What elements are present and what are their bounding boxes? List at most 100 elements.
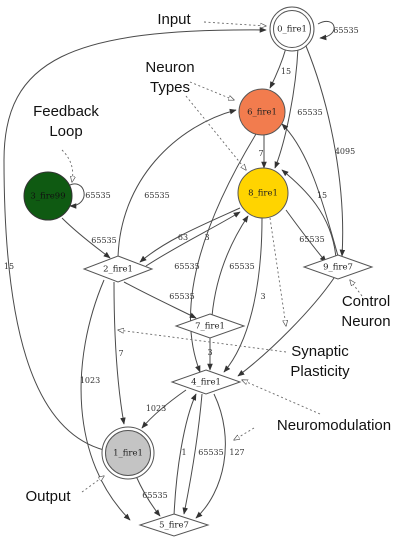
- node-6-label: 6_fire1: [247, 108, 277, 118]
- node-4[interactable]: 4_fire1: [170, 369, 242, 395]
- pointer-neuron-types-b: [185, 95, 246, 170]
- annotation-input: Input: [157, 11, 191, 28]
- edge-label: 15: [4, 262, 14, 271]
- edge-n2-n7: [123, 281, 197, 319]
- edge-n9-n6: [281, 123, 339, 257]
- edge-n2-n1: [113, 281, 126, 425]
- node-6[interactable]: 6_fire1: [238, 88, 286, 136]
- edge-label: 65535: [91, 236, 116, 245]
- node-9[interactable]: 9_fire7: [302, 254, 374, 280]
- node-5[interactable]: 5_fire7: [138, 513, 210, 537]
- node-7[interactable]: 7_fire1: [174, 313, 246, 339]
- edge-n5-n4: [173, 393, 197, 517]
- node-5-label: 5_fire7: [159, 521, 189, 531]
- annotation-control-1: Control: [342, 293, 390, 310]
- edge-label: 1023: [146, 404, 166, 413]
- edge-label: 15: [317, 191, 327, 200]
- edge-label: 65535: [198, 448, 223, 457]
- edge-n8-n4: [223, 217, 263, 373]
- node-8-fill: [237, 167, 289, 219]
- pointer-neuron-types-a: [189, 81, 234, 100]
- edge-n9-n4: [237, 277, 335, 377]
- annotations: Input Neuron Types Feedback Loop Control…: [25, 11, 391, 505]
- edges: [3, 21, 346, 521]
- node-8-label: 8_fire1: [248, 189, 278, 199]
- edge-n4-n1: [141, 389, 187, 429]
- edge-n8-n2-a: [139, 207, 241, 263]
- annotation-synaptic-2: Plasticity: [290, 363, 350, 380]
- annotation-neuron-types-1: Neuron: [145, 59, 194, 76]
- edge-n4-n5-b: [195, 393, 226, 519]
- annotation-neuron-types-2: Types: [150, 79, 190, 96]
- node-0-label: 0_fire1: [277, 25, 307, 35]
- pointer-output: [81, 476, 104, 493]
- edge-n4-n5-a: [182, 393, 203, 515]
- edge-n2-n5: [80, 279, 131, 521]
- edge-n0-self: [317, 21, 335, 41]
- annotation-control-2: Neuron: [341, 313, 390, 330]
- edge-label: 15: [281, 67, 291, 76]
- edge-label: 65535: [299, 235, 324, 244]
- edge-labels: 65535 15 65535 4095 15 7 65535 65535 655…: [4, 26, 359, 500]
- edge-n0-n9: [305, 45, 346, 257]
- edge-label: 4095: [335, 147, 355, 156]
- edge-label: 1: [181, 448, 186, 457]
- node-1-fill: [105, 430, 151, 476]
- pointer-neuromodulation-b: [234, 427, 255, 440]
- edge-label: 65535: [229, 262, 254, 271]
- pointer-neuromodulation-a: [242, 380, 321, 415]
- edge-n1-n5: [135, 475, 161, 517]
- edge-label: 65535: [142, 491, 167, 500]
- node-9-label: 9_fire7: [323, 263, 353, 273]
- edge-label: 65535: [85, 191, 110, 200]
- edge-n2-n6: [117, 108, 237, 259]
- edge-label: 3: [207, 348, 212, 357]
- node-3[interactable]: 3_fire99: [23, 171, 73, 221]
- node-2-label: 2_fire1: [103, 265, 133, 275]
- edge-label: 7: [118, 349, 123, 358]
- pointer-control: [350, 280, 363, 297]
- edge-n2-n8-b: [145, 211, 241, 267]
- edge-n8-n9: [285, 209, 327, 263]
- node-1-label: 1_fire1: [113, 449, 143, 459]
- node-1[interactable]: 1_fire1: [101, 426, 155, 480]
- node-4-label: 4_fire1: [191, 378, 221, 388]
- edge-label: 65535: [169, 292, 194, 301]
- annotation-output: Output: [25, 488, 71, 505]
- edge-label: 65535: [174, 262, 199, 271]
- pointer-synaptic: [269, 217, 286, 326]
- node-2[interactable]: 2_fire1: [82, 255, 154, 283]
- edge-n9-n8: [281, 169, 337, 259]
- node-6-fill: [238, 88, 286, 136]
- edge-label: 127: [229, 448, 244, 457]
- annotation-feedback-2: Loop: [49, 123, 82, 140]
- edge-label: 7: [258, 149, 263, 158]
- annotation-neuromodulation: Neuromodulation: [277, 417, 391, 434]
- edge-n3-n2: [61, 217, 111, 259]
- edge-label: 65535: [297, 108, 322, 117]
- node-7-label: 7_fire1: [195, 322, 225, 332]
- node-3-label: 3_fire99: [30, 192, 65, 202]
- edge-label: 65535: [333, 26, 358, 35]
- edge-n0-n8: [274, 47, 299, 169]
- edge-label: 63: [178, 233, 188, 242]
- annotation-synaptic-1: Synaptic: [291, 343, 349, 360]
- edge-label: 3: [260, 292, 265, 301]
- node-8[interactable]: 8_fire1: [237, 167, 289, 219]
- edge-n7-n8: [211, 215, 249, 317]
- pointer-input: [203, 21, 266, 26]
- edge-label: 1023: [80, 376, 100, 385]
- nodes: 0_fire1 6_fire1 3_fire99 8_fire1 2_fire1…: [23, 6, 374, 537]
- node-0-fill: [273, 10, 311, 48]
- edge-label: 65535: [144, 191, 169, 200]
- edge-n0-n6: [269, 47, 287, 89]
- node-3-fill: [23, 171, 73, 221]
- edge-n3-self: [67, 183, 85, 209]
- pointer-synaptic-b: [118, 330, 287, 353]
- edge-n6-n4: [189, 133, 257, 373]
- edge-n1-n0: [3, 27, 267, 451]
- annotation-pointers: [61, 21, 363, 493]
- annotation-feedback-1: Feedback: [33, 103, 99, 120]
- node-0[interactable]: 0_fire1: [269, 6, 315, 52]
